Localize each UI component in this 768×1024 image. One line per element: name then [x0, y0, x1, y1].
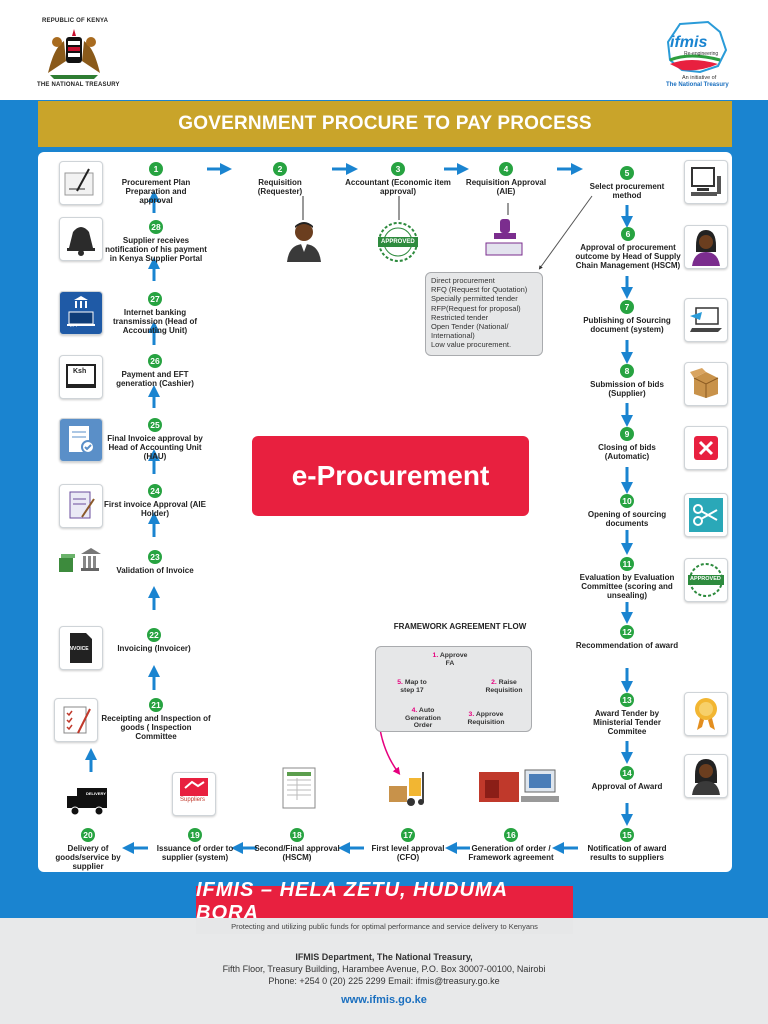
framework-item-4: 4. Auto Generation Order	[405, 707, 441, 729]
method-item: Low value procurement.	[431, 340, 512, 350]
footer-line-3: Phone: +254 0 (20) 225 2299 Email: ifmis…	[268, 976, 500, 986]
footer-line-1: IFMIS Department, The National Treasury,	[295, 952, 473, 962]
checklist-inspection-icon	[54, 698, 98, 742]
method-item: RFP(Request for proposal)	[431, 303, 521, 313]
delivery-label: DELIVERY	[86, 791, 106, 796]
framework-item-5: 5. Map to step 17	[397, 679, 427, 694]
procurement-methods-box: Direct procurement RFQ (Request for Quot…	[425, 272, 543, 356]
method-item: RFQ (Request for Quotation)	[431, 285, 528, 295]
approved-label-1: APPROVED	[381, 239, 415, 245]
spreadsheet-icon	[277, 766, 321, 810]
bell-icon	[59, 217, 103, 261]
requester-person-icon	[282, 218, 326, 262]
framework-box	[375, 646, 532, 732]
framework-item-1: 1. Approve FA	[432, 652, 468, 667]
delivery-truck-icon: DELIVERY	[66, 778, 110, 822]
suppliers-label: Suppliers	[180, 797, 206, 803]
ksh-payment-icon: Ksh	[59, 355, 103, 399]
header: REPUBLIC OF KENYA THE NATIONAL TREASURY …	[0, 0, 768, 100]
republic-label: REPUBLIC OF KENYA	[42, 18, 109, 24]
money-bank-icon	[57, 539, 101, 583]
warehouse-computer-icon	[475, 766, 563, 810]
method-item: Specially permitted tender	[431, 294, 518, 304]
approver-person-icon	[684, 754, 728, 798]
bank-laptop-icon: EFT	[59, 291, 103, 335]
hscm-person-icon	[684, 225, 728, 269]
suppliers-handshake-icon: Suppliers	[172, 772, 216, 816]
computer-icon	[684, 160, 728, 204]
invoice-icon: INVOICE	[59, 626, 103, 670]
eprocurement-label: e-Procurement	[252, 436, 529, 516]
approved-label-2: APPROVED	[690, 576, 721, 582]
page-title: GOVERNMENT PROCURE TO PAY PROCESS	[38, 101, 732, 147]
initiative-org: The National Treasury	[666, 82, 729, 88]
footer-url-link[interactable]: www.ifmis.go.ke	[341, 994, 427, 1006]
framework-item-3: 3. Approve Requisition	[467, 711, 505, 726]
forklift-icon	[385, 766, 429, 810]
framework-item-2: 2. Raise Requisition	[485, 679, 523, 694]
initiative-label: An initiative of	[682, 75, 717, 81]
close-x-icon	[684, 426, 728, 470]
approved-stamp-icon-2: APPROVED	[684, 558, 728, 602]
scissors-icon	[684, 493, 728, 537]
ifmis-logo-text: ifmis	[670, 34, 708, 51]
method-item: Open Tender (National/ International)	[431, 322, 509, 341]
approved-stamp-icon: APPROVED	[376, 220, 420, 264]
rubber-stamp-icon	[484, 215, 528, 259]
slogan-banner: IFMIS – HELA ZETU, HUDUMA BORA	[196, 879, 573, 924]
ksh-label: Ksh	[73, 368, 87, 375]
ifmis-logo: ifmis Re-engineering	[660, 20, 730, 80]
footer: IFMIS Department, The National Treasury,…	[0, 918, 768, 1024]
invoice-check-icon	[59, 418, 103, 462]
box-icon	[684, 362, 728, 406]
footer-line-2: Fifth Floor, Treasury Building, Harambee…	[222, 964, 546, 974]
invoice-sign-icon	[59, 484, 103, 528]
treasury-label: THE NATIONAL TREASURY	[37, 82, 120, 88]
kenya-coat-of-arms-icon	[44, 27, 104, 81]
method-item: Restricted tender	[431, 312, 489, 322]
framework-title: FRAMEWORK AGREEMENT FLOW	[393, 622, 527, 631]
tagline: Protecting and utilizing public funds fo…	[196, 918, 573, 934]
award-ribbon-icon	[684, 692, 728, 736]
ifmis-sub: Re-engineering	[684, 51, 719, 57]
method-item: Direct procurement	[431, 276, 495, 285]
document-pen-icon	[59, 161, 103, 205]
invoice-icon-label: INVOICE	[68, 646, 89, 652]
publish-laptop-icon	[684, 298, 728, 342]
